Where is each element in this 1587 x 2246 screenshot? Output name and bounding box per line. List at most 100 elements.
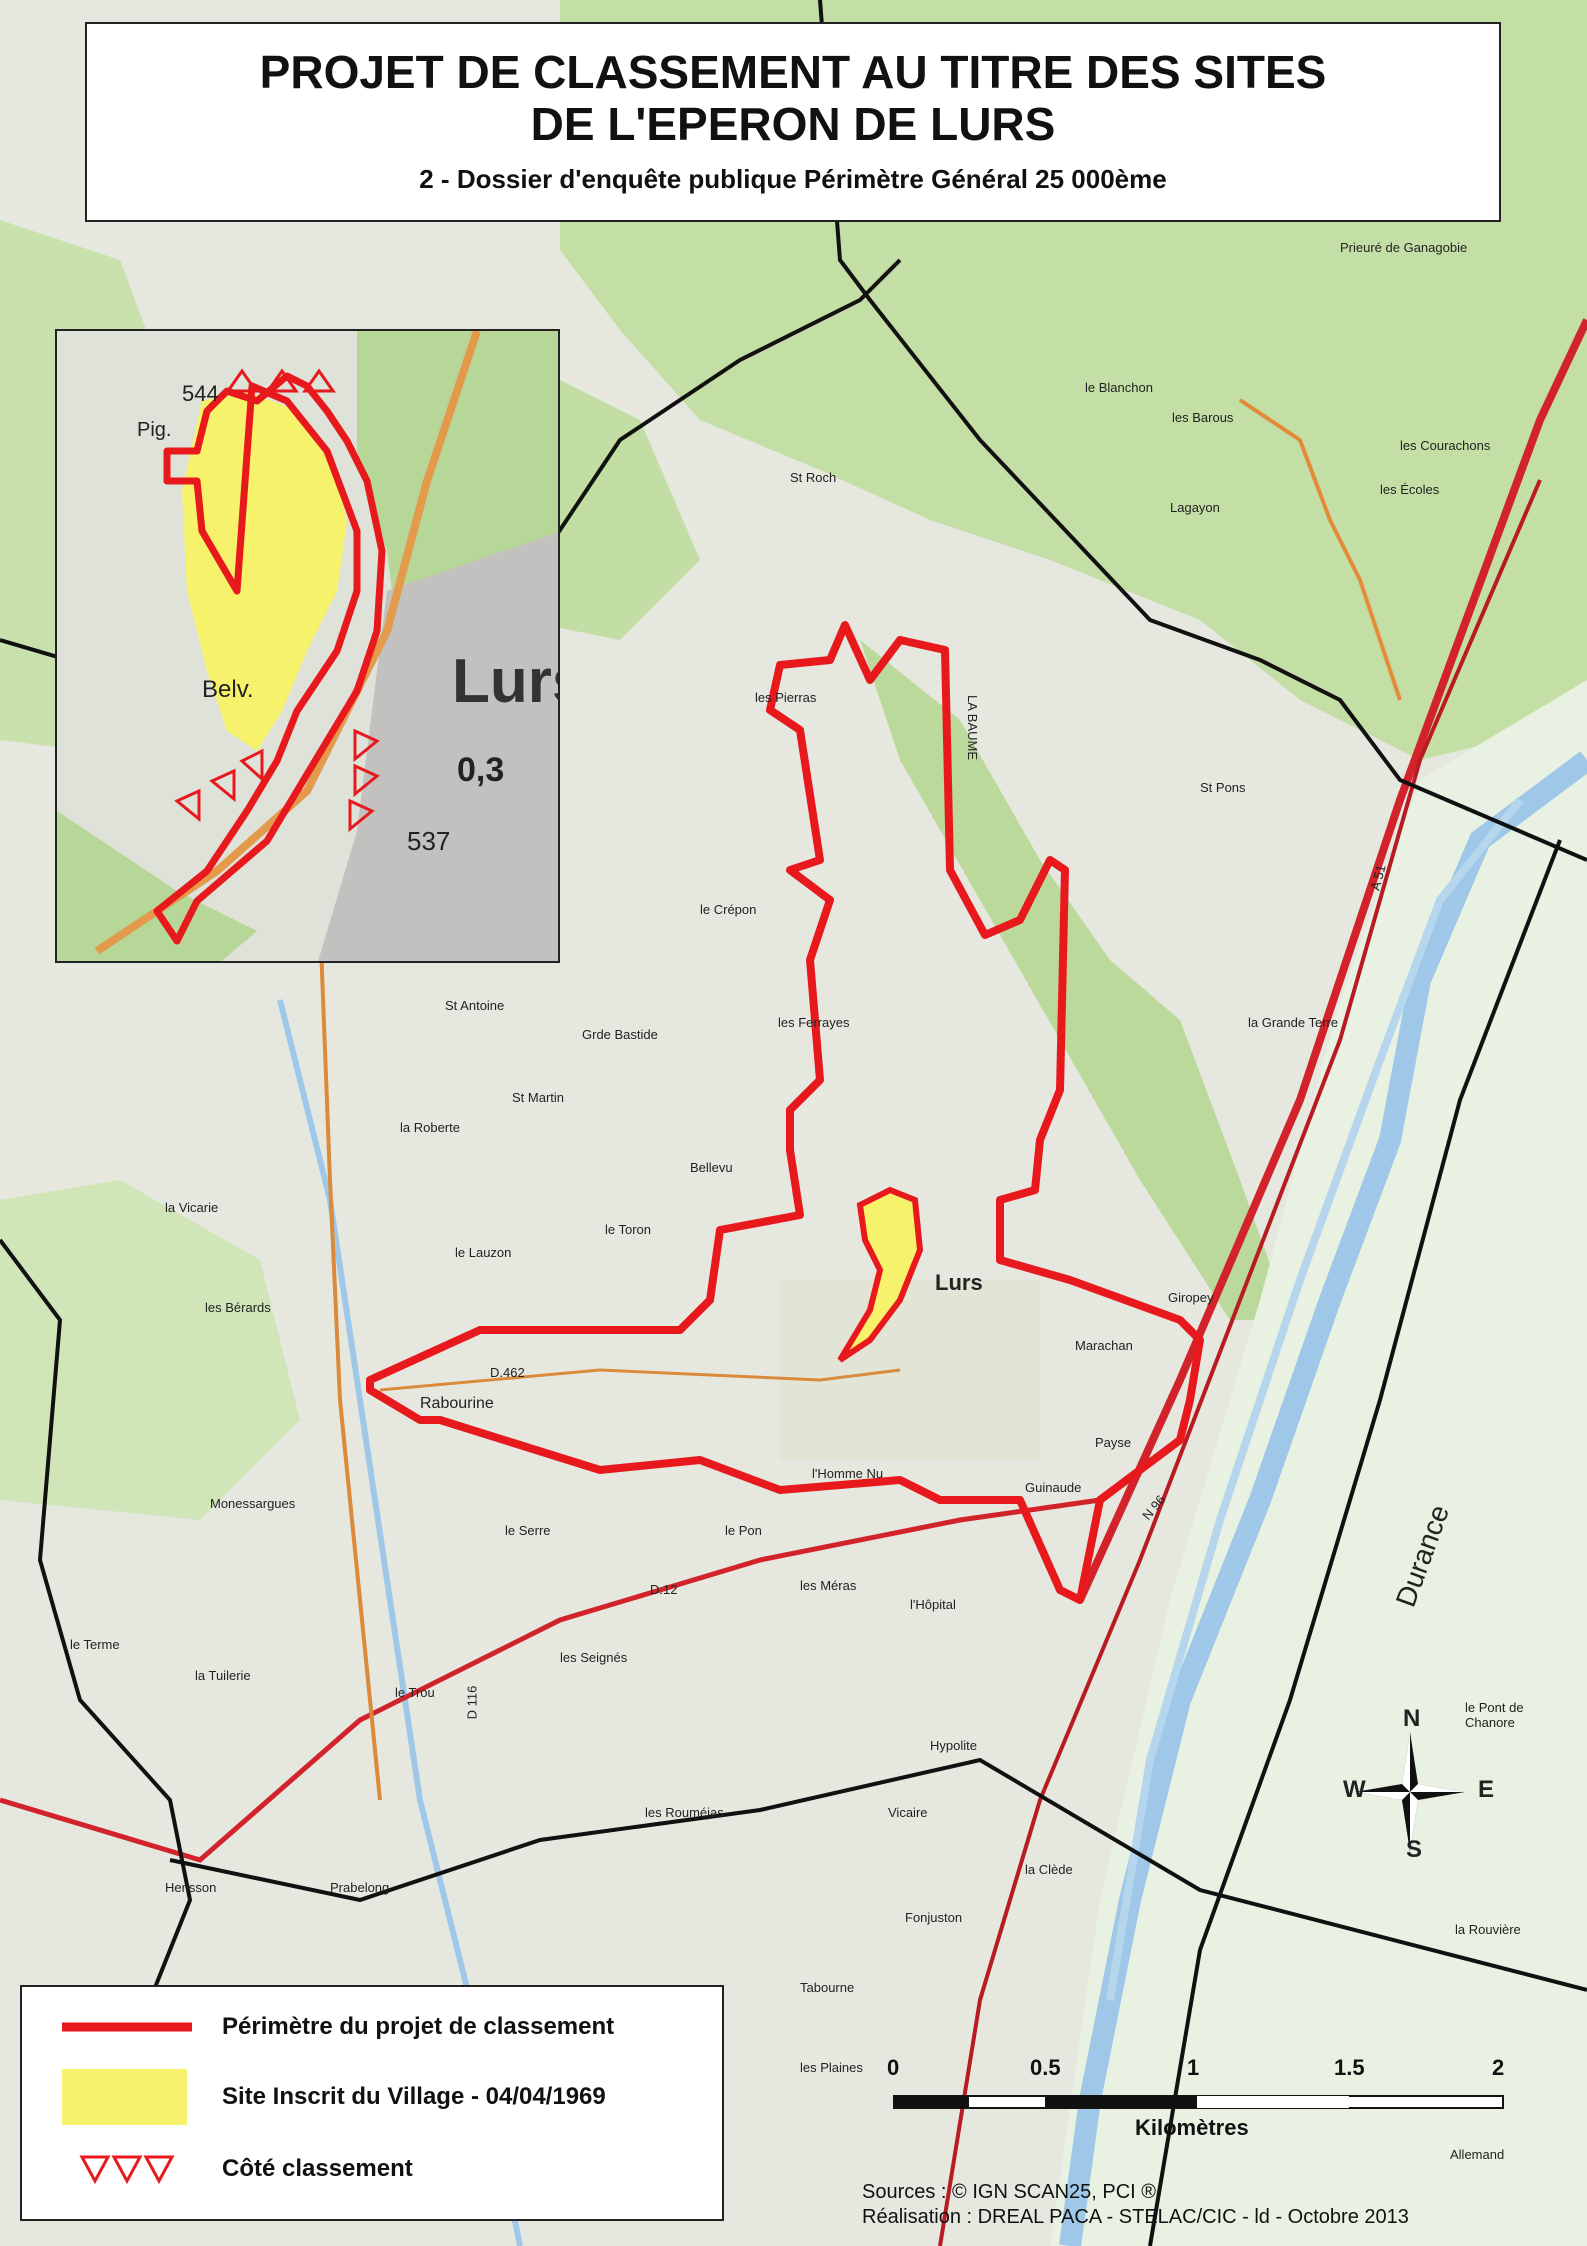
label-rabourine: Rabourine	[420, 1395, 494, 1412]
legend-row-site: Site Inscrit du Village - 04/04/1969	[22, 2067, 722, 2127]
label-le-trou: le Trou	[395, 1685, 435, 1700]
inset-site-inscrit	[182, 391, 347, 751]
forest-southwest	[0, 1180, 300, 1520]
label-vicaire: Vicaire	[888, 1805, 928, 1820]
label-les-ecoles: les Écoles	[1380, 482, 1440, 497]
label-prabelong: Prabelong	[330, 1880, 390, 1895]
label-lhomme-nu: l'Homme Nu	[812, 1466, 884, 1481]
scale-tick-0-5: 0.5	[1030, 2055, 1061, 2080]
inset-cote-triangle	[225, 368, 259, 393]
label-st-antoine: St Antoine	[445, 998, 505, 1013]
site-inscrit-area	[837, 1186, 924, 1363]
title-line-2: DE L'EPERON DE LURS	[530, 98, 1056, 150]
inset-perimeter	[153, 372, 386, 945]
label-le-lauzon: le Lauzon	[455, 1245, 512, 1260]
legend-triangle-swatch	[79, 2155, 175, 2185]
label-hypolite: Hypolite	[930, 1738, 977, 1753]
compass-n: N	[1403, 1705, 1421, 1732]
label-les-roumejas: les Rouméjas	[645, 1805, 724, 1820]
label-la-rouviere: la Rouvière	[1455, 1922, 1521, 1937]
label-lagayon: Lagayon	[1170, 500, 1220, 515]
road-n96	[1076, 318, 1587, 1602]
inset-cote-triangle	[209, 768, 236, 803]
label-la-roberte: la Roberte	[400, 1120, 460, 1135]
road-d116	[318, 919, 382, 1801]
road-a51	[938, 479, 1542, 2246]
inset-forest-left	[57, 811, 257, 961]
inset-label-lurs: Lurs	[452, 647, 558, 716]
forest-ridge	[860, 640, 1290, 1320]
sources: Sources : © IGN SCAN25, PCI ® Réalisatio…	[862, 2180, 1409, 2230]
legend-site-label: Site Inscrit du Village - 04/04/1969	[222, 2083, 606, 2110]
sources-line-1: Sources : © IGN SCAN25, PCI ®	[862, 2181, 1157, 2203]
road-d12	[0, 1497, 1101, 1863]
label-st-martin: St Martin	[512, 1090, 565, 1105]
label-le-toron: le Toron	[605, 1222, 652, 1237]
label-herisson: Herisson	[165, 1880, 217, 1895]
inset-label-544: 544	[182, 381, 219, 406]
legend-row-cote: Côté classement	[22, 2139, 722, 2199]
inset-label-pig: Pig.	[137, 419, 172, 441]
scale-unit: Kilomètres	[1135, 2115, 1249, 2140]
label-les-barous: les Barous	[1172, 410, 1234, 425]
inset-cote-triangle	[353, 728, 380, 763]
compass-e: E	[1478, 1776, 1495, 1803]
label-le-blanchon: le Blanchon	[1085, 380, 1153, 395]
label-d462: D.462	[490, 1365, 525, 1380]
label-st-roch: St Roch	[790, 470, 837, 485]
compass-w: W	[1343, 1776, 1366, 1803]
label-guinaude: Guinaude	[1025, 1480, 1082, 1495]
label-d12: D.12	[650, 1582, 678, 1597]
durance-valley	[1050, 680, 1587, 2246]
label-le-serre: le Serre	[505, 1523, 551, 1538]
legend-perimeter-label: Périmètre du projet de classement	[222, 2013, 615, 2040]
scale-bar: 0 0.5 1 1.5 2 Kilomètres	[880, 2055, 1520, 2145]
ganagobie-road	[1238, 398, 1402, 701]
inset-grey-slope	[318, 532, 558, 961]
scale-tick-2: 2	[1492, 2055, 1505, 2080]
title-line-1: PROJET DE CLASSEMENT AU TITRE DES SITES	[259, 46, 1327, 98]
label-marachan: Marachan	[1075, 1338, 1133, 1353]
inset-cote-triangle	[265, 368, 299, 393]
label-payse: Payse	[1095, 1435, 1132, 1450]
label-les-berards: les Bérards	[205, 1300, 271, 1315]
inset-label-belv: Belv.	[202, 676, 254, 703]
title-box: PROJET DE CLASSEMENT AU TITRE DES SITES …	[85, 22, 1501, 222]
compass-s: S	[1406, 1836, 1423, 1863]
label-st-pons: St Pons	[1200, 780, 1246, 795]
label-les-pierras: les Pierras	[755, 690, 817, 705]
label-les-seignes: les Seignés	[560, 1650, 628, 1665]
legend-site-swatch	[62, 2069, 187, 2125]
scale-tick-1-5: 1.5	[1334, 2055, 1365, 2080]
inset-map: Lurs Belv. Pig. 544 537 0,3	[55, 329, 560, 963]
label-prieure-ganagobie: Prieuré de Ganagobie	[1340, 240, 1468, 255]
legend: Périmètre du projet de classement Site I…	[20, 1985, 724, 2221]
label-d116: D 116	[464, 1685, 480, 1720]
scale-bar-graphic	[893, 2095, 1504, 2109]
label-le-terme: le Terme	[70, 1637, 120, 1652]
label-les-plaines: les Plaines	[800, 2060, 863, 2075]
inset-cote-triangle	[353, 763, 380, 798]
label-tabourne: Tabourne	[800, 1980, 855, 1995]
project-perimeter	[366, 621, 1204, 1604]
label-lurs: Lurs	[935, 1270, 983, 1295]
label-giropey: Giropey	[1168, 1290, 1214, 1305]
legend-row-perimeter: Périmètre du projet de classement	[22, 1997, 722, 2057]
road-d462	[379, 1368, 901, 1392]
label-la-vicarie: la Vicarie	[165, 1200, 219, 1215]
label-le-crepon: le Crépon	[700, 902, 757, 917]
sources-line-2: Réalisation : DREAL PACA - STELAC/CIC - …	[862, 2206, 1409, 2228]
legend-cote-label: Côté classement	[222, 2155, 413, 2182]
label-monessargues: Monessargues	[210, 1496, 296, 1511]
inset-label-537: 537	[407, 826, 451, 856]
label-le-pon: le Pon	[725, 1523, 762, 1538]
label-les-courachons: les Courachons	[1400, 438, 1491, 453]
durance-channel	[1106, 797, 1524, 2001]
inset-cote-triangle	[302, 368, 336, 393]
label-les-ferrayes: les Ferrayes	[778, 1015, 850, 1030]
label-allemand: Allemand	[1450, 2147, 1505, 2162]
label-le-pont-de-chanore: le Pont de Chanore	[1465, 1700, 1524, 1730]
orchards	[780, 1280, 1040, 1460]
inset-cote-triangle	[348, 798, 375, 833]
scale-tick-1: 1	[1187, 2055, 1200, 2080]
